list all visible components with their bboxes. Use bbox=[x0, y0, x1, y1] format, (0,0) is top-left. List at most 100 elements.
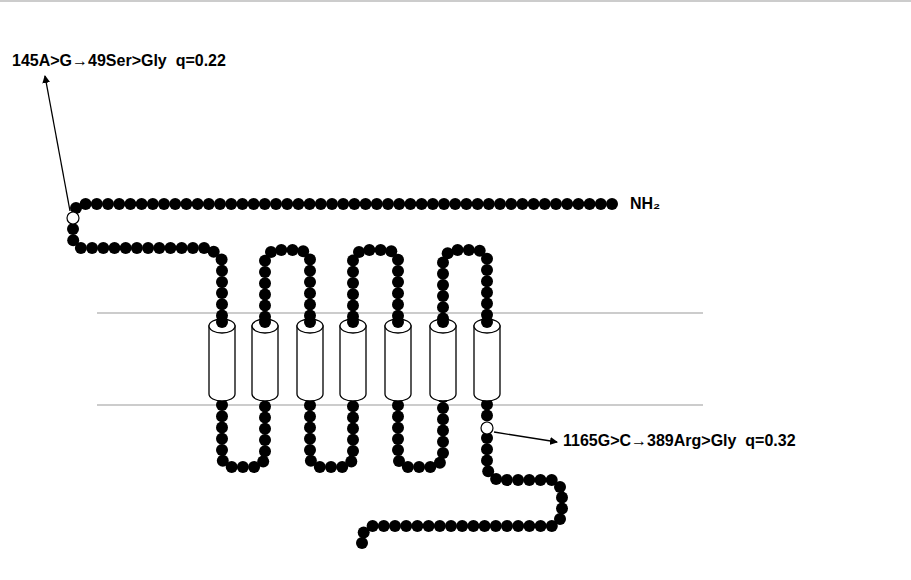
amino-acid-bead bbox=[523, 520, 535, 532]
amino-acid-bead bbox=[259, 400, 271, 412]
amino-acid-bead bbox=[481, 410, 493, 422]
helix-cylinder bbox=[252, 326, 278, 401]
amino-acid-bead bbox=[225, 198, 237, 210]
amino-acid-bead bbox=[353, 246, 365, 258]
amino-acid-bead bbox=[259, 266, 271, 278]
amino-acid-bead bbox=[337, 198, 349, 210]
amino-acid-bead bbox=[326, 198, 338, 210]
amino-acid-bead bbox=[595, 198, 607, 210]
amino-acid-bead bbox=[348, 198, 360, 210]
amino-acid-bead bbox=[109, 242, 121, 254]
amino-acid-bead bbox=[315, 198, 327, 210]
amino-acid-bead bbox=[411, 520, 423, 532]
amino-acid-bead bbox=[259, 423, 271, 435]
amino-acid-bead bbox=[120, 242, 132, 254]
amino-acid-bead bbox=[378, 520, 390, 532]
amino-acid-bead bbox=[304, 198, 316, 210]
amino-acid-bead bbox=[437, 447, 449, 459]
amino-acid-bead bbox=[382, 198, 394, 210]
helix-cylinder bbox=[474, 326, 500, 401]
amino-acid-bead bbox=[347, 299, 359, 311]
helix-cylinder bbox=[430, 326, 456, 401]
amino-acid-bead bbox=[528, 198, 540, 210]
amino-acid-bead bbox=[392, 444, 404, 456]
amino-acid-bead bbox=[452, 244, 464, 256]
amino-acid-bead bbox=[358, 527, 370, 539]
amino-acid-bead bbox=[375, 244, 387, 256]
terminus-label: NH₂ bbox=[630, 195, 660, 213]
amino-acid-bead bbox=[392, 316, 404, 328]
amino-acid-bead bbox=[259, 445, 271, 457]
amino-acid-bead bbox=[481, 253, 493, 265]
amino-acid-bead bbox=[304, 265, 316, 277]
amino-acid-bead bbox=[481, 275, 493, 287]
amino-acid-bead bbox=[325, 461, 337, 473]
amino-acid-bead bbox=[347, 316, 359, 328]
amino-acid-bead bbox=[437, 301, 449, 313]
amino-acid-bead bbox=[437, 402, 449, 414]
amino-acid-bead bbox=[445, 520, 457, 532]
amino-acid-bead bbox=[136, 198, 148, 210]
amino-acid-bead bbox=[606, 198, 618, 210]
amino-acid-bead bbox=[216, 422, 228, 434]
amino-acid-bead bbox=[347, 266, 359, 278]
amino-acid-bead bbox=[347, 434, 359, 446]
leader-line bbox=[494, 432, 557, 442]
amino-acid-bead bbox=[347, 423, 359, 435]
amino-acid-bead bbox=[546, 520, 558, 532]
amino-acid-bead bbox=[347, 411, 359, 423]
amino-acid-bead bbox=[481, 443, 493, 455]
amino-acid-bead bbox=[584, 198, 596, 210]
amino-acid-bead bbox=[347, 400, 359, 412]
amino-acid-bead bbox=[416, 198, 428, 210]
amino-acid-bead bbox=[438, 198, 450, 210]
amino-acid-bead bbox=[402, 461, 414, 473]
amino-acid-bead bbox=[158, 198, 170, 210]
amino-acid-bead bbox=[494, 198, 506, 210]
amino-acid-bead bbox=[91, 198, 103, 210]
amino-acid-bead bbox=[216, 276, 228, 288]
amino-acid-bead bbox=[460, 198, 472, 210]
amino-acid-bead bbox=[259, 412, 271, 424]
amino-acid-bead bbox=[86, 242, 98, 254]
amino-acid-bead bbox=[535, 474, 547, 486]
amino-acid-bead bbox=[392, 299, 404, 311]
amino-acid-bead bbox=[216, 254, 228, 266]
amino-acid-bead bbox=[523, 474, 535, 486]
amino-acid-bead bbox=[259, 277, 271, 289]
amino-acid-bead bbox=[259, 198, 271, 210]
amino-acid-bead bbox=[539, 198, 551, 210]
amino-acid-bead bbox=[237, 461, 249, 473]
amino-acid-bead bbox=[437, 316, 449, 328]
amino-acid-bead bbox=[481, 454, 493, 466]
amino-acid-bead bbox=[535, 520, 547, 532]
amino-acid-bead bbox=[423, 520, 435, 532]
amino-acid-bead bbox=[304, 298, 316, 310]
amino-acid-bead bbox=[165, 242, 177, 254]
amino-acid-bead bbox=[505, 198, 517, 210]
amino-acid-bead bbox=[216, 433, 228, 445]
amino-acid-bead bbox=[131, 242, 143, 254]
mutation-label: 145A>G→49Ser>Gly q=0.22 bbox=[12, 52, 226, 70]
amino-acid-bead bbox=[479, 520, 491, 532]
amino-acid-bead bbox=[481, 264, 493, 276]
snp-bead bbox=[67, 212, 79, 224]
amino-acid-bead bbox=[392, 433, 404, 445]
amino-acid-bead bbox=[347, 277, 359, 289]
amino-acid-bead bbox=[572, 198, 584, 210]
amino-acid-bead bbox=[427, 198, 439, 210]
amino-acid-bead bbox=[142, 242, 154, 254]
amino-acid-bead bbox=[75, 242, 87, 254]
amino-acid-bead bbox=[102, 198, 114, 210]
amino-acid-bead bbox=[304, 410, 316, 422]
amino-acid-bead bbox=[304, 276, 316, 288]
amino-acid-bead bbox=[400, 520, 412, 532]
amino-acid-bead bbox=[512, 474, 524, 486]
helix-group bbox=[209, 316, 500, 401]
amino-acid-bead bbox=[437, 425, 449, 437]
amino-acid-bead bbox=[259, 300, 271, 312]
amino-acid-bead bbox=[472, 198, 484, 210]
helix-cylinder bbox=[340, 326, 366, 401]
amino-acid-bead bbox=[176, 242, 188, 254]
amino-acid-bead bbox=[490, 520, 502, 532]
